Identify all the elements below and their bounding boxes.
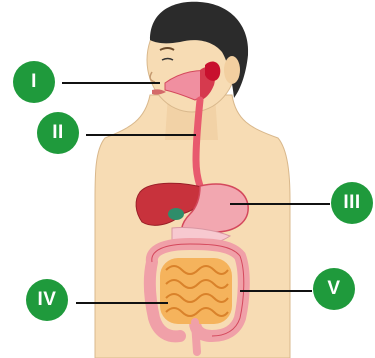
- label-I-badge: I: [13, 61, 55, 103]
- leader-line-III: [230, 203, 330, 205]
- label-IV-text: IV: [38, 289, 57, 311]
- label-III-text: III: [343, 192, 360, 214]
- label-V-text: V: [327, 278, 340, 300]
- leader-line-V: [240, 290, 312, 292]
- salivary-gland: [205, 62, 220, 81]
- label-II-text: II: [52, 122, 64, 144]
- leader-line-II: [86, 134, 196, 136]
- small-intestine: [160, 258, 232, 324]
- label-III-badge: III: [331, 182, 373, 224]
- rectum: [195, 322, 197, 352]
- ear: [224, 56, 240, 84]
- label-II-badge: II: [37, 112, 79, 154]
- label-I-text: I: [31, 71, 37, 93]
- leader-line-I: [62, 82, 160, 84]
- gallbladder: [168, 208, 184, 220]
- label-V-badge: V: [313, 268, 355, 310]
- leader-line-IV: [76, 302, 168, 304]
- esophagus: [196, 100, 200, 186]
- label-IV-badge: IV: [26, 279, 68, 321]
